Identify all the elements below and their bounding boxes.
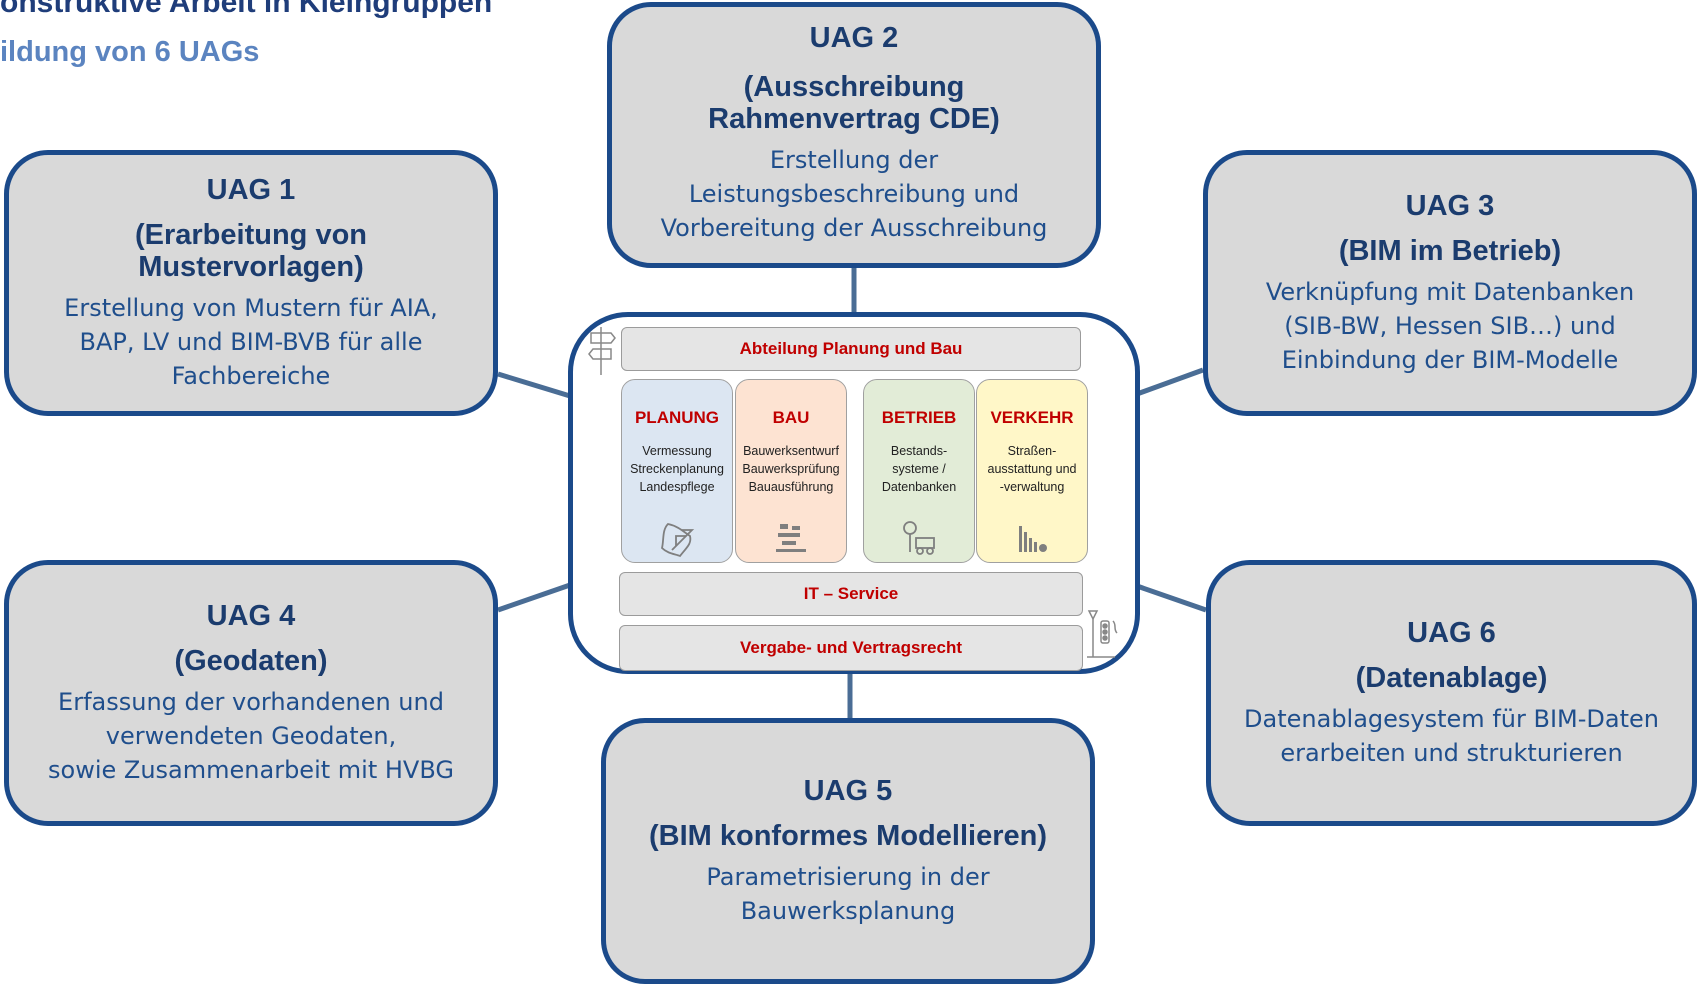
uag-2-description: Erstellung der Leistungsbeschreibung und…	[660, 146, 1048, 242]
uag-6-box: UAG 6 (Datenablage) Datenablagesystem fü…	[1206, 560, 1697, 826]
contract-law-bar: Vergabe- und Vertragsrecht	[619, 625, 1083, 671]
column-verkehr-title: VERKEHR	[990, 408, 1074, 427]
uag-2-title: (Ausschreibung Rahmenvertrag CDE)	[708, 71, 1000, 135]
page-title: onstruktive Arbeit in Kleingruppen	[0, 0, 493, 19]
construction-icon	[776, 524, 806, 552]
surveying-map-icon	[661, 523, 695, 558]
column-betrieb-description: Bestands- systeme / Datenbanken	[881, 444, 957, 494]
column-planung: PLANUNG Vermessung Streckenplanung Lande…	[621, 379, 733, 563]
column-betrieb-title: BETRIEB	[881, 408, 957, 427]
traffic-light-icon	[1087, 610, 1118, 658]
column-bau-description: Bauwerksentwurf Bauwerksprüfung Bauausfü…	[742, 444, 840, 494]
uag-3-description: Verknüpfung mit Datenbanken (SIB-BW, Hes…	[1265, 278, 1635, 374]
connector-uag3	[1136, 367, 1204, 397]
uag-3-box: UAG 3 (BIM im Betrieb) Verknüpfung mit D…	[1203, 150, 1697, 416]
column-verkehr: VERKEHR Straßen- ausstattung und -verwal…	[976, 379, 1088, 563]
road-sign-icon	[588, 327, 616, 375]
uag-6-title: (Datenablage)	[1355, 662, 1548, 694]
maintenance-vehicle-icon	[903, 521, 935, 555]
column-planung-title: PLANUNG	[634, 408, 720, 427]
connector-uag4	[497, 582, 571, 613]
column-bau-title: BAU	[772, 408, 810, 427]
it-service-bar: IT – Service	[619, 572, 1083, 616]
traffic-chart-icon	[1019, 526, 1047, 552]
connector-uag6	[1136, 583, 1207, 613]
uag-5-number: UAG 5	[803, 775, 893, 807]
uag-4-number: UAG 4	[206, 600, 296, 632]
column-betrieb: BETRIEB Bestands- systeme / Datenbanken	[863, 379, 975, 563]
uag-1-box: UAG 1 (Erarbeitung von Mustervorlagen) E…	[4, 150, 498, 416]
uag-1-number: UAG 1	[206, 174, 296, 206]
uag-2-number: UAG 2	[809, 22, 899, 54]
column-planung-description: Vermessung Streckenplanung Landespflege	[630, 444, 724, 494]
column-bau: BAU Bauwerksentwurf Bauwerksprüfung Baua…	[735, 379, 847, 563]
uag-5-description: Parametrisierung in der Bauwerksplanung	[706, 863, 990, 925]
page-subtitle: ildung von 6 UAGs	[0, 36, 260, 68]
uag-6-description: Datenablagesystem für BIM-Daten erarbeit…	[1244, 705, 1659, 767]
column-verkehr-description: Straßen- ausstattung und -verwaltung	[987, 444, 1077, 494]
uag-1-description: Erstellung von Mustern für AIA, BAP, LV …	[64, 294, 438, 390]
department-bar: Abteilung Planung und Bau	[621, 327, 1081, 371]
uag-1-title: (Erarbeitung von Mustervorlagen)	[134, 219, 367, 283]
uag-3-number: UAG 3	[1405, 190, 1495, 222]
uag-2-box: UAG 2 (Ausschreibung Rahmenvertrag CDE) …	[607, 2, 1101, 268]
uag-4-title: (Geodaten)	[174, 645, 328, 677]
uag-5-box: UAG 5 (BIM konformes Modellieren) Parame…	[601, 718, 1095, 984]
uag-4-description: Erfassung der vorhandenen und verwendete…	[48, 688, 454, 784]
org-chart: Abteilung Planung und Bau PLANUNG Vermes…	[568, 312, 1140, 674]
connector-uag1	[497, 371, 571, 399]
uag-3-title: (BIM im Betrieb)	[1338, 235, 1562, 267]
uag-4-box: UAG 4 (Geodaten) Erfassung der vorhanden…	[4, 560, 498, 826]
uag-5-title: (BIM konformes Modellieren)	[649, 820, 1047, 852]
uag-6-number: UAG 6	[1407, 617, 1496, 649]
